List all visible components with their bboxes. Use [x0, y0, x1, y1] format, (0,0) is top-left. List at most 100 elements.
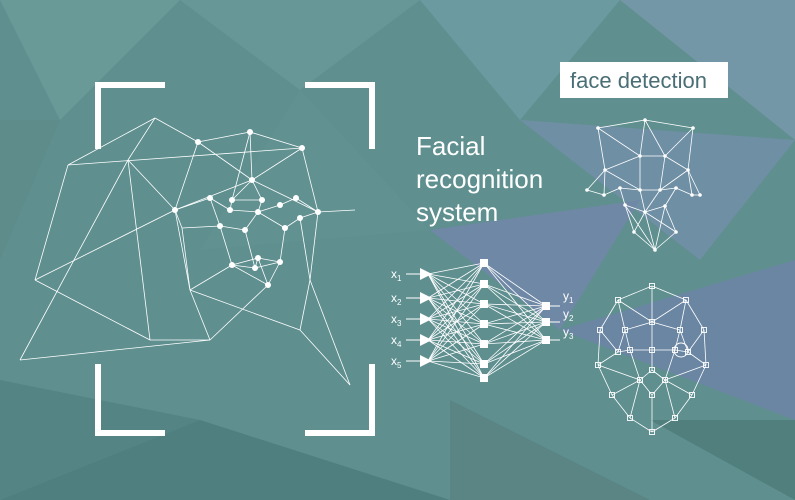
- face-edge: [317, 209, 356, 213]
- nn-connection: [483, 339, 547, 365]
- hidden-node: [480, 280, 488, 288]
- nn-connection: [483, 305, 547, 345]
- mesh-edge: [664, 205, 677, 233]
- face-node: [282, 225, 288, 231]
- nn-connection: [427, 360, 485, 379]
- mesh-node: [615, 297, 621, 303]
- mesh-edge: [639, 369, 653, 381]
- hidden-node: [480, 300, 488, 308]
- mesh-edge: [624, 204, 635, 233]
- face-edge: [249, 131, 303, 149]
- focus-frame: [95, 82, 375, 436]
- mesh-node: [623, 203, 627, 207]
- mesh-node: [609, 392, 615, 398]
- face-edge: [197, 141, 253, 181]
- mesh-edge: [597, 127, 606, 171]
- nn-connection: [427, 273, 485, 365]
- mesh-node: [649, 283, 655, 289]
- face-edge: [231, 264, 269, 286]
- face-wireframe: [19, 117, 356, 386]
- mesh-edge: [611, 379, 641, 396]
- mesh-node: [632, 230, 636, 234]
- mesh-node: [649, 392, 655, 398]
- face-edge: [34, 209, 176, 281]
- face-node: [297, 215, 303, 221]
- nn-connection: [483, 303, 547, 323]
- face-edge: [299, 211, 319, 219]
- mesh-node: [689, 392, 695, 398]
- mesh-edge: [664, 349, 676, 381]
- mesh-edge: [629, 349, 641, 381]
- mesh-edge: [629, 379, 641, 419]
- mesh-edge: [687, 351, 707, 366]
- mesh-edge: [597, 364, 613, 396]
- mesh-edge: [654, 231, 677, 251]
- mesh-node: [686, 168, 690, 172]
- mesh-edge: [603, 169, 606, 196]
- face-edge: [257, 204, 281, 213]
- mesh-edge: [644, 119, 694, 129]
- face-edge: [231, 264, 256, 269]
- face-edge: [257, 211, 286, 229]
- mesh-edge: [629, 417, 653, 433]
- input-label: x4: [391, 333, 402, 349]
- mesh-edge: [617, 349, 631, 353]
- face-edge: [19, 159, 129, 361]
- mesh-node: [597, 327, 603, 333]
- mesh-edge: [644, 119, 666, 157]
- face-node: [229, 197, 235, 203]
- nn-connection: [483, 321, 547, 325]
- nn-connection: [427, 273, 485, 285]
- mesh-node: [585, 188, 589, 192]
- face-edge: [154, 117, 199, 143]
- face-edge: [174, 179, 253, 211]
- face-edge: [174, 209, 183, 229]
- mesh-node: [698, 193, 702, 197]
- mesh-edge: [597, 364, 641, 381]
- face-edge: [189, 289, 301, 331]
- mesh-edge: [644, 211, 677, 233]
- nn-connection: [483, 321, 547, 365]
- face-node: [252, 265, 258, 271]
- face-edge: [181, 225, 221, 229]
- mesh-edge: [651, 299, 687, 323]
- mesh-edge: [651, 285, 687, 301]
- mesh-edge: [624, 321, 653, 331]
- face-edge: [244, 211, 259, 231]
- mesh-edge: [597, 329, 601, 366]
- nn-connection: [427, 273, 485, 379]
- face-node: [242, 227, 248, 233]
- output-node: [542, 336, 550, 344]
- mesh-edge: [644, 211, 656, 251]
- mesh-edge: [586, 189, 605, 196]
- face-edge: [251, 179, 263, 201]
- face-node: [249, 177, 255, 183]
- mesh-edge: [674, 329, 681, 351]
- mesh-edge: [664, 127, 694, 157]
- mesh-edge: [597, 127, 641, 157]
- mesh-edge: [617, 329, 626, 353]
- mesh-edge: [685, 299, 705, 331]
- mesh-node: [683, 297, 689, 303]
- mesh-edge: [664, 379, 676, 419]
- face-edge: [254, 261, 281, 269]
- face-edge: [231, 131, 251, 201]
- mesh-edge: [659, 187, 677, 191]
- mesh-node: [615, 349, 621, 355]
- output-node: [542, 318, 550, 326]
- mesh-edge: [675, 187, 693, 196]
- face-edge: [209, 284, 269, 341]
- nn-connection: [427, 273, 485, 305]
- face-node: [195, 139, 201, 145]
- nn-connection: [483, 339, 547, 379]
- output-label: y1: [563, 289, 574, 305]
- output-node: [542, 302, 550, 310]
- face-node: [293, 195, 299, 201]
- mesh-edge: [664, 379, 693, 396]
- hidden-node: [480, 259, 488, 267]
- nn-connection: [427, 318, 485, 379]
- nn-connection: [483, 262, 547, 307]
- nn-connection: [427, 339, 485, 345]
